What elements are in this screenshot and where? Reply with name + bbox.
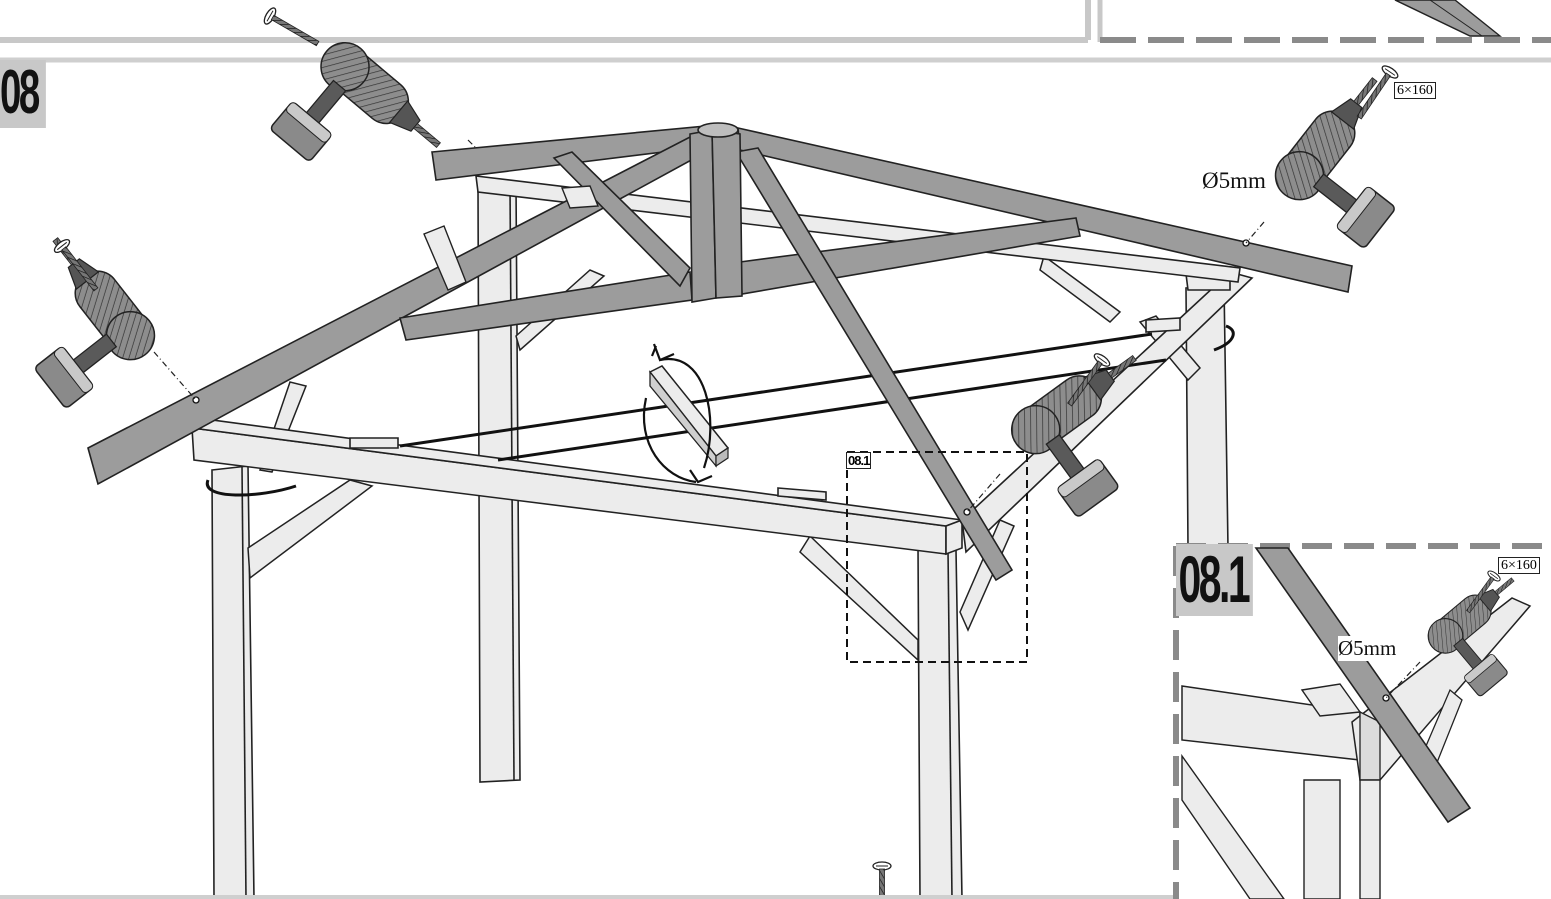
detail-drill-diameter-label: Ø5mm — [1338, 636, 1397, 661]
detail-panel — [1173, 543, 1551, 899]
tie-block — [648, 365, 730, 468]
drill-diameter-label: Ø5mm — [1202, 168, 1266, 193]
screw-icon — [1351, 63, 1401, 124]
screw-spec-tag: 6×160 — [1394, 82, 1436, 99]
inner-braces — [423, 185, 600, 291]
previous-step-frame — [0, 0, 1551, 63]
screw-icon — [872, 861, 892, 899]
posts — [211, 183, 1229, 899]
roof-rafters — [87, 122, 1353, 582]
tension-cables — [205, 324, 1235, 497]
perimeter-beams — [188, 175, 1254, 556]
step-number: 08 — [0, 60, 46, 128]
screw-icon — [261, 5, 323, 52]
rotate-arrow-icon — [642, 343, 713, 484]
drill-guide-lines — [153, 139, 1265, 513]
detail-screw-spec-tag: 6×160 — [1498, 557, 1540, 574]
detail-step-number: 08.1 — [1176, 544, 1254, 616]
detail-callout-label: 08.1 — [846, 452, 872, 469]
drill-icon — [0, 223, 165, 415]
